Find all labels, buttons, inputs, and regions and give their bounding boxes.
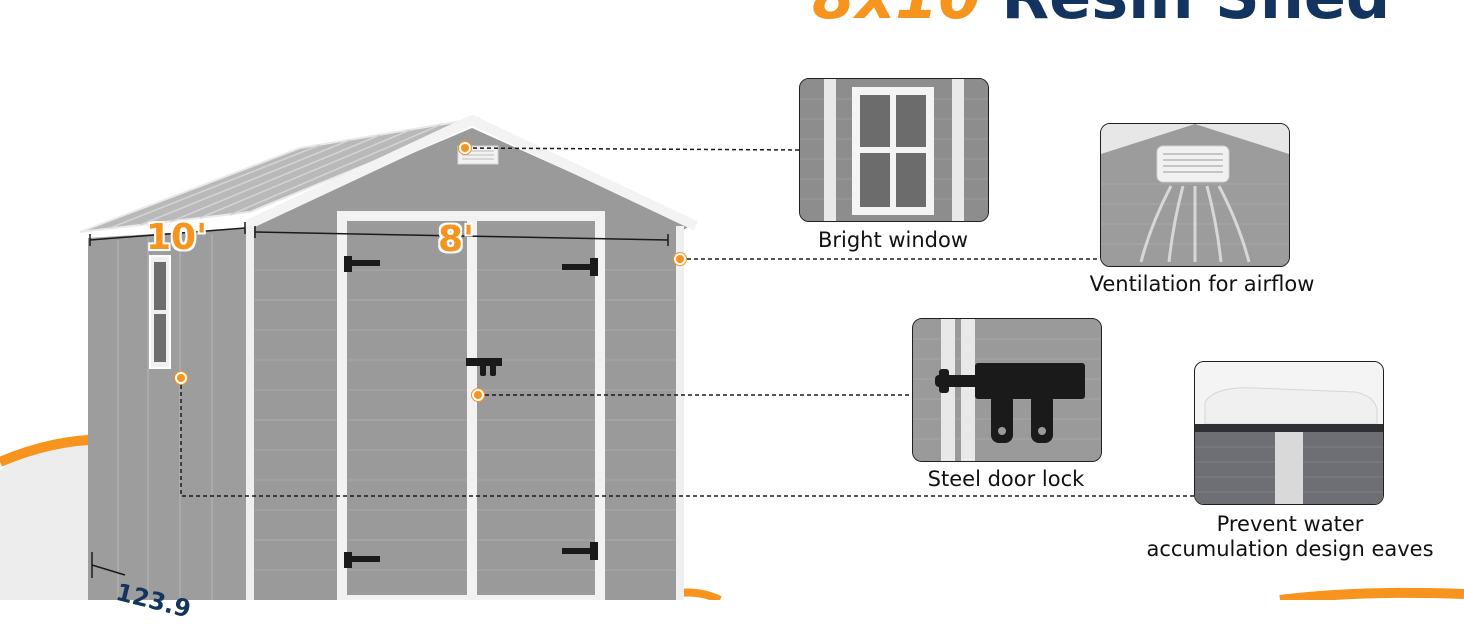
title-name: Resin Shed bbox=[1001, 0, 1390, 33]
leader-eaves bbox=[180, 378, 1195, 497]
page-title: 8x10 Resin Shed bbox=[812, 0, 1390, 32]
shed-illustration bbox=[0, 115, 1464, 600]
eaves-icon bbox=[1195, 362, 1383, 504]
feature-window-image bbox=[799, 78, 989, 222]
feature-lock-image bbox=[912, 318, 1102, 462]
lock-icon bbox=[913, 319, 1101, 461]
callout-dot-vent bbox=[674, 253, 686, 265]
feature-vent-label: Ventilation for airflow bbox=[1089, 272, 1315, 296]
front-gable bbox=[250, 128, 690, 232]
front-wall bbox=[250, 232, 680, 600]
feature-eaves-label: Prevent water accumulation design eaves bbox=[1146, 512, 1434, 561]
feature-lock-label: Steel door lock bbox=[927, 467, 1085, 491]
callout-dot-lock bbox=[472, 389, 484, 401]
feature-vent-image bbox=[1100, 123, 1290, 267]
window-icon bbox=[800, 79, 988, 221]
callout-dot-window bbox=[459, 142, 471, 154]
callout-dot-eaves bbox=[175, 372, 187, 384]
feature-window-label: Bright window bbox=[817, 228, 969, 252]
accent-arc-right bbox=[1279, 587, 1464, 600]
title-size: 8x10 bbox=[812, 0, 981, 33]
roof-side bbox=[79, 117, 481, 233]
dimension-length-label: 8' bbox=[438, 219, 475, 260]
feature-eaves-image bbox=[1194, 361, 1384, 505]
vent-icon bbox=[1101, 124, 1289, 266]
side-wall bbox=[88, 228, 250, 600]
dimension-width-label: 10' bbox=[146, 217, 208, 258]
